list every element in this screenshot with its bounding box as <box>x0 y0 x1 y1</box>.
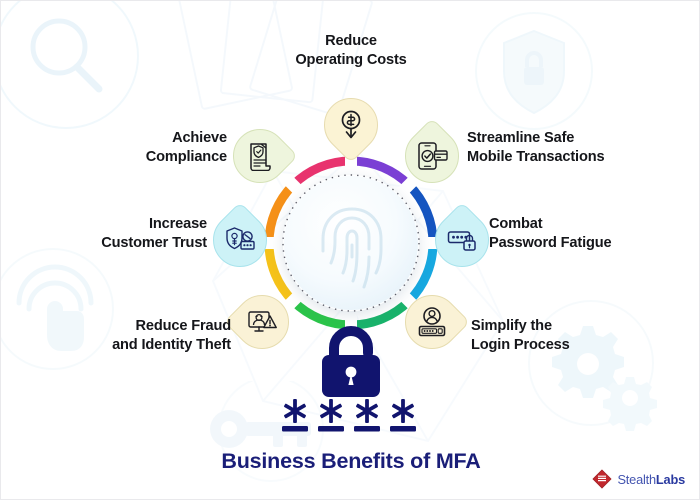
shield-lock-icon <box>469 9 599 139</box>
benefit-icon-streamline-safe-mobile-transactions[interactable] <box>393 117 471 195</box>
padlock-icon <box>322 326 380 397</box>
fraud-alert-monitor-icon <box>235 295 289 349</box>
benefit-label-reduce-fraud-and-identity-theft: Reduce Fraud and Identity Theft <box>112 318 231 354</box>
benefit-label-combat-password-fatigue: Combat Password Fatigue <box>489 216 612 252</box>
benefit-icon-increase-customer-trust[interactable] <box>201 201 279 279</box>
brand-name: StealthLabs <box>617 472 685 487</box>
masked-password-asterisks <box>282 399 416 432</box>
hub-core-disc <box>283 175 419 311</box>
benefit-icon-reduce-fraud-and-identity-theft[interactable] <box>223 283 301 361</box>
money-down-arrow-icon <box>324 98 378 152</box>
benefit-label-simplify-the-login-process: Simplify the Login Process <box>471 318 570 354</box>
user-login-icon <box>405 295 459 349</box>
brand-name-bold: Labs <box>655 471 685 487</box>
stealthlabs-diamond-logo <box>592 469 613 489</box>
benefit-icon-reduce-operating-costs[interactable] <box>312 86 390 164</box>
compliance-document-icon <box>233 129 287 183</box>
benefit-label-reduce-operating-costs: Reduce Operating Costs <box>295 33 407 69</box>
shield-key-icon <box>213 213 267 267</box>
benefit-icon-combat-password-fatigue[interactable] <box>423 201 501 279</box>
brand-name-light: Stealth <box>617 471 656 487</box>
page-title: Business Benefits of MFA <box>221 449 481 473</box>
password-lock-icon <box>435 213 489 267</box>
benefit-label-achieve-compliance: Achieve Compliance <box>145 130 227 166</box>
gears-icon <box>521 291 671 441</box>
benefit-icon-achieve-compliance[interactable] <box>221 117 299 195</box>
benefit-label-streamline-safe-mobile-transactions: Streamline Safe Mobile Transactions <box>467 130 605 166</box>
central-hub <box>261 153 441 333</box>
hub-dotted-circle <box>282 174 420 312</box>
fingerprint-icon <box>321 207 383 289</box>
benefit-icon-simplify-the-login-process[interactable] <box>393 283 471 361</box>
mobile-payment-check-icon <box>405 129 459 183</box>
touch-fingerprint-icon <box>1 231 141 381</box>
brand-logo[interactable]: StealthLabs <box>592 469 685 489</box>
benefit-label-increase-customer-trust: Increase Customer Trust <box>101 216 207 252</box>
